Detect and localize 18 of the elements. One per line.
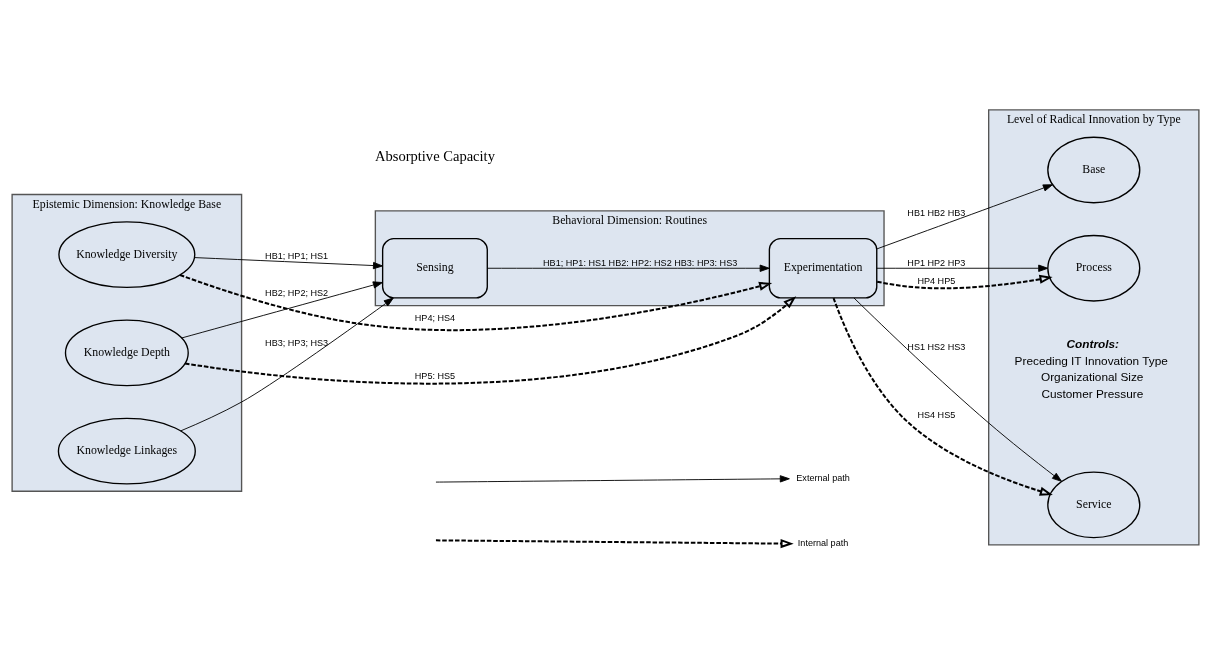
edge-label: HP1 HP2 HP3	[907, 257, 966, 268]
label: Controls:	[1066, 336, 1119, 351]
edge-label: HB1 HB2 HB3	[907, 208, 966, 219]
legend-label: External path	[796, 472, 850, 483]
edge-label: HB1; HP1; HS1	[265, 251, 329, 262]
label: Absorptive Capacity	[374, 147, 495, 164]
edge-label: HS4 HS5	[917, 410, 956, 421]
edge-label: HB1; HP1: HS1 HB2: HP2: HS2 HB3: HP3: HS3	[543, 257, 738, 268]
edge-label: HS1 HS2 HS3	[907, 342, 966, 353]
edge-label: HP5: HS5	[414, 371, 456, 382]
legend-label: Internal path	[797, 538, 849, 549]
label: Customer Pressure	[1041, 386, 1144, 401]
label: Organizational Size	[1041, 370, 1144, 385]
edge-label: HB3; HP3; HS3	[265, 337, 329, 348]
edge-label: HB2; HP2; HS2	[265, 287, 329, 298]
edge-label: HP4; HS4	[414, 313, 456, 324]
edge-label: HP4 HP5	[917, 275, 956, 286]
label: Preceding IT Innovation Type	[1014, 354, 1168, 369]
